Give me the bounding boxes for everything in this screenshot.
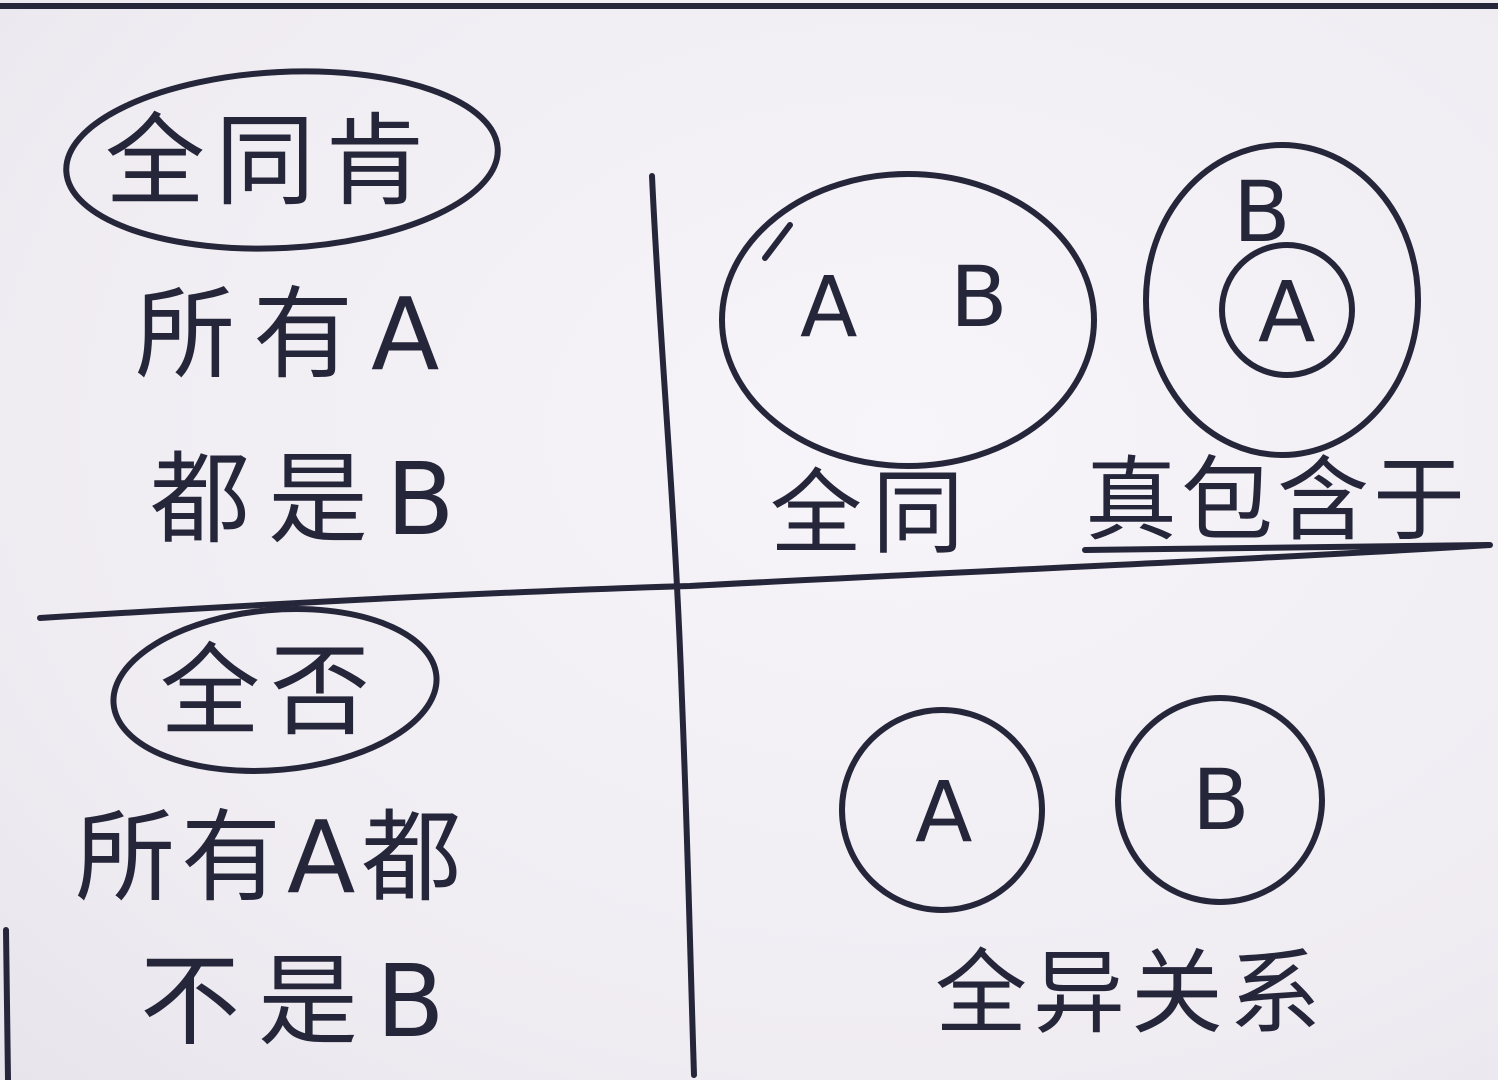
circle-inner-a xyxy=(1219,242,1355,378)
top-left-line-2: 都是B xyxy=(150,441,473,558)
circle-outer-b xyxy=(1143,142,1421,458)
vertical-divider-line xyxy=(649,173,697,1078)
identity-label-b: B xyxy=(950,248,1008,346)
identity-label-a: A xyxy=(800,258,858,356)
disjoint-label-a: A xyxy=(915,763,973,861)
circle-identity xyxy=(719,171,1097,469)
top-left-line-1: 所有A xyxy=(135,276,458,393)
circle-disjoint-b xyxy=(1115,695,1325,905)
identity-caption: 全同 xyxy=(770,460,975,567)
title-oval-top xyxy=(63,68,501,252)
caption-underline xyxy=(1082,542,1491,553)
containment-caption: 真包含于 xyxy=(1085,447,1470,554)
circle-disjoint-a xyxy=(839,707,1045,913)
containment-label-a: A xyxy=(1258,263,1316,361)
bottom-left-line-1: 所有A都 xyxy=(75,799,468,916)
title-universal-negative: 全否 xyxy=(160,633,380,750)
title-universal-affirmative: 全同肯 xyxy=(105,103,435,220)
disjoint-caption: 全异关系 xyxy=(935,940,1328,1047)
left-edge-line xyxy=(3,927,11,1080)
containment-label-b: B xyxy=(1233,163,1291,261)
circle-identity-tail xyxy=(762,222,793,261)
title-oval-bottom xyxy=(110,606,440,774)
disjoint-label-b: B xyxy=(1192,751,1250,849)
horizontal-divider-line xyxy=(37,542,1493,621)
bottom-left-line-2: 不是B xyxy=(140,943,463,1060)
